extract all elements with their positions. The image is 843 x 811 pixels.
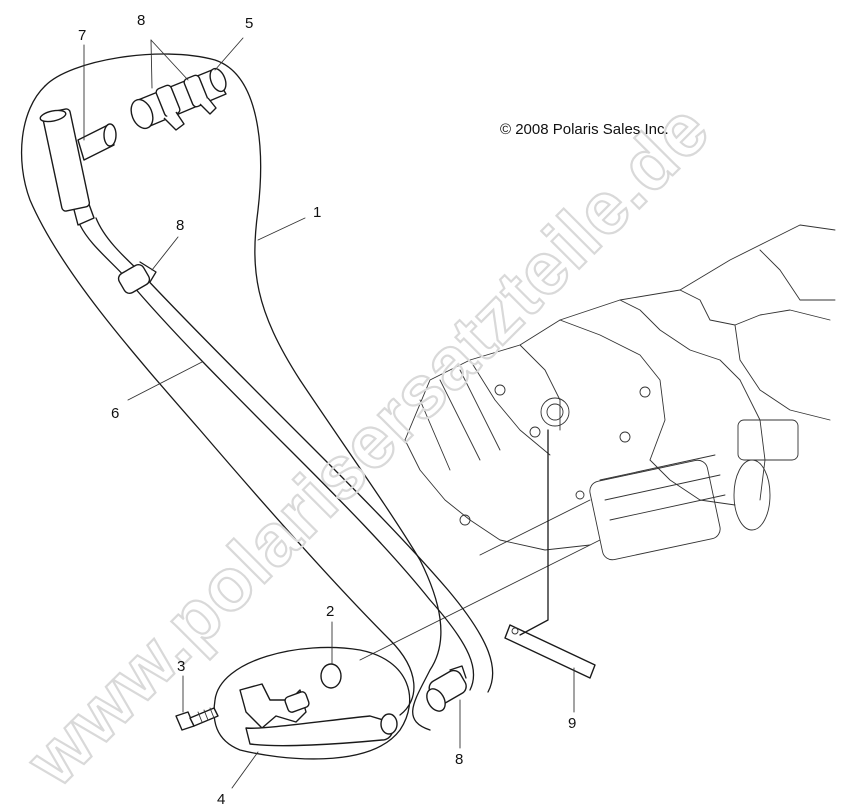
leader-8b [151,236,179,271]
callout-7: 7 [78,27,87,44]
strap-9 [504,429,596,679]
bolt-3 [175,707,219,731]
filter-housing-4 [213,646,411,760]
leader-1 [257,217,306,241]
leader-8a-1 [150,39,153,89]
fitting-5 [130,67,227,131]
clamp-8-lower [426,665,467,712]
hose-6 [79,224,475,691]
leader-8a-2 [150,39,189,81]
callout-8-top: 8 [137,12,146,29]
clamp-8-upper [117,263,151,295]
callout-3: 3 [177,658,186,675]
leader-6 [127,361,203,401]
callout-8-middle: 8 [176,217,185,234]
t-fitting-7 [39,108,117,212]
copyright-notice: © 2008 Polaris Sales Inc. [500,121,669,138]
callout-2: 2 [326,603,335,620]
callout-9: 9 [568,715,577,732]
callout-1: 1 [313,204,322,221]
plug-2 [320,663,342,689]
leader-5 [214,37,244,71]
leader-4 [231,751,259,789]
callout-5: 5 [245,15,254,32]
callout-4: 4 [217,791,226,808]
callout-8-bottom: 8 [455,751,464,768]
callout-6: 6 [111,405,120,422]
hose-main-loop [44,53,442,731]
